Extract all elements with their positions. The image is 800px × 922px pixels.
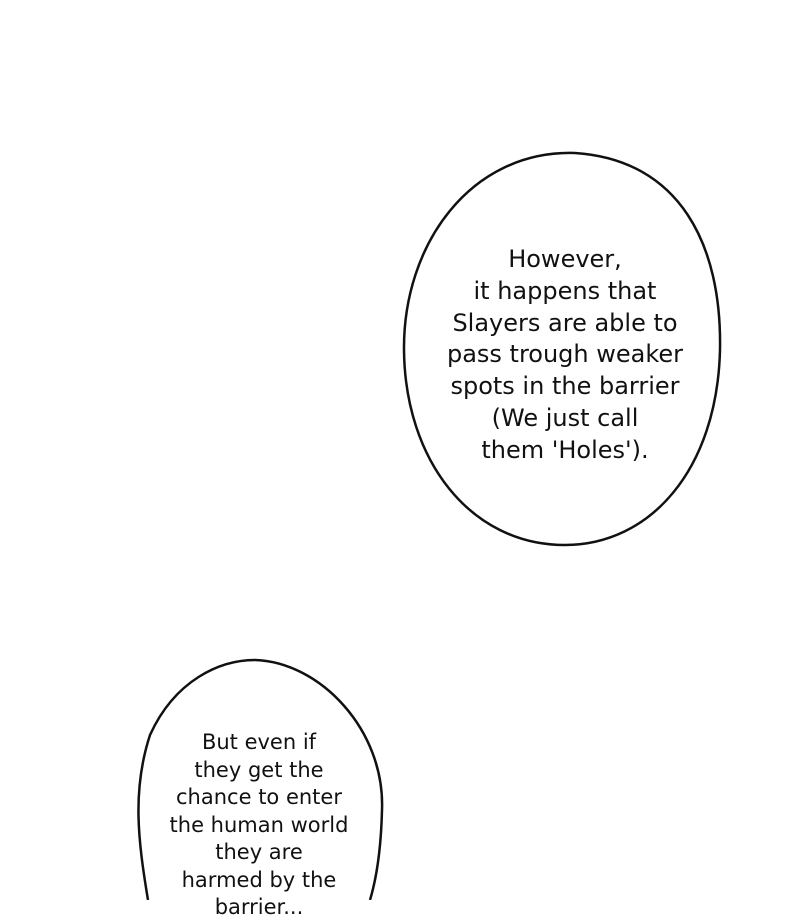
bubble-2-line-7: barrier... [214, 895, 304, 919]
bubble-1-line-7: them 'Holes'). [481, 435, 649, 464]
bubble-1-line-1: However, [508, 245, 622, 273]
bubble-1-line-3: Slayers are able to [452, 308, 678, 337]
bubble-1-line-4: pass trough weaker [446, 340, 684, 369]
bubble-1-line-2: it happens that [473, 276, 657, 305]
bubble-2-line-4: the human world [169, 812, 349, 837]
bubble-2-line-6: harmed by the [181, 867, 337, 892]
speech-bubble-2-outline [137, 658, 384, 900]
speech-bubbles-canvas [137, 151, 722, 900]
bubble-1-line-5: spots in the barrier [450, 372, 680, 401]
speech-bubble-1-text: However, it happens that Slayers are abl… [420, 244, 710, 467]
speech-bubble-2-text: But even if they get the chance to enter… [148, 729, 370, 922]
bubble-2-line-2: they get the [194, 757, 324, 782]
speech-bubble-1-outline [402, 151, 722, 547]
bubble-1-line-6: (We just call [491, 403, 639, 432]
bubble-2-line-3: chance to enter [176, 785, 342, 809]
bubble-2-line-5: they are [215, 840, 303, 864]
bubble-2-line-1: But even if [201, 730, 317, 754]
